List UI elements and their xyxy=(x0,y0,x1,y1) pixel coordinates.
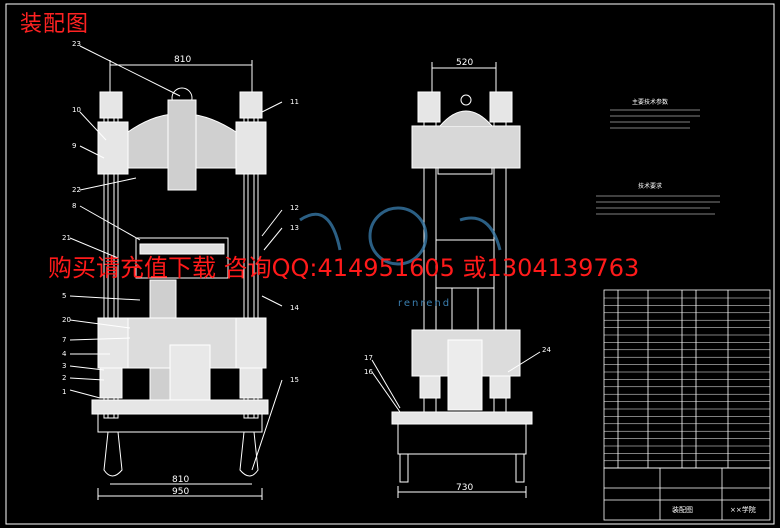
watermark-logo xyxy=(299,206,502,266)
callout-15: 15 xyxy=(290,376,299,384)
parts-list xyxy=(603,289,771,521)
callout-16: 16 xyxy=(364,368,373,376)
callout-10: 10 xyxy=(72,106,81,114)
callout-24: 24 xyxy=(542,346,551,354)
callout-11: 11 xyxy=(290,98,299,106)
sheet-border xyxy=(5,3,775,525)
callout-23: 23 xyxy=(72,40,81,48)
callout-8: 8 xyxy=(72,202,76,210)
callout-13: 13 xyxy=(290,224,299,232)
callout-14: 14 xyxy=(290,304,299,312)
callout-12: 12 xyxy=(290,204,299,212)
front-dim-top: 810 xyxy=(174,55,191,65)
front-dim-bottom-outer: 950 xyxy=(172,487,189,497)
title-block-school: ××学院 xyxy=(730,505,756,514)
callout-5: 5 xyxy=(62,292,66,300)
promo-banner: 购买请充值下载 咨询QQ:414951605 或1304139763 xyxy=(48,254,640,282)
callout-22: 22 xyxy=(72,186,81,194)
front-view xyxy=(69,45,283,500)
spec-notes xyxy=(596,109,720,215)
callout-7: 7 xyxy=(62,336,66,344)
callout-20: 20 xyxy=(62,316,71,324)
callout-9: 9 xyxy=(72,142,76,150)
callout-17: 17 xyxy=(364,354,373,362)
front-dim-bottom-inner: 810 xyxy=(172,475,189,485)
watermark-text: renrend xyxy=(398,298,451,309)
title-block-name: 装配图 xyxy=(672,505,693,514)
side-dim-top: 520 xyxy=(456,58,473,68)
page-title: 装配图 xyxy=(20,12,90,37)
callout-2: 2 xyxy=(62,374,66,382)
callout-3: 3 xyxy=(62,362,66,370)
side-callouts: 17 16 24 xyxy=(364,346,551,376)
side-view xyxy=(371,62,541,498)
specs-heading: 主要技术参数 xyxy=(632,98,668,106)
tech-heading: 技术要求 xyxy=(638,182,662,190)
callout-21: 21 xyxy=(62,234,71,242)
callout-1: 1 xyxy=(62,388,66,396)
callout-4: 4 xyxy=(62,350,67,358)
side-dim-bottom: 730 xyxy=(456,483,473,493)
